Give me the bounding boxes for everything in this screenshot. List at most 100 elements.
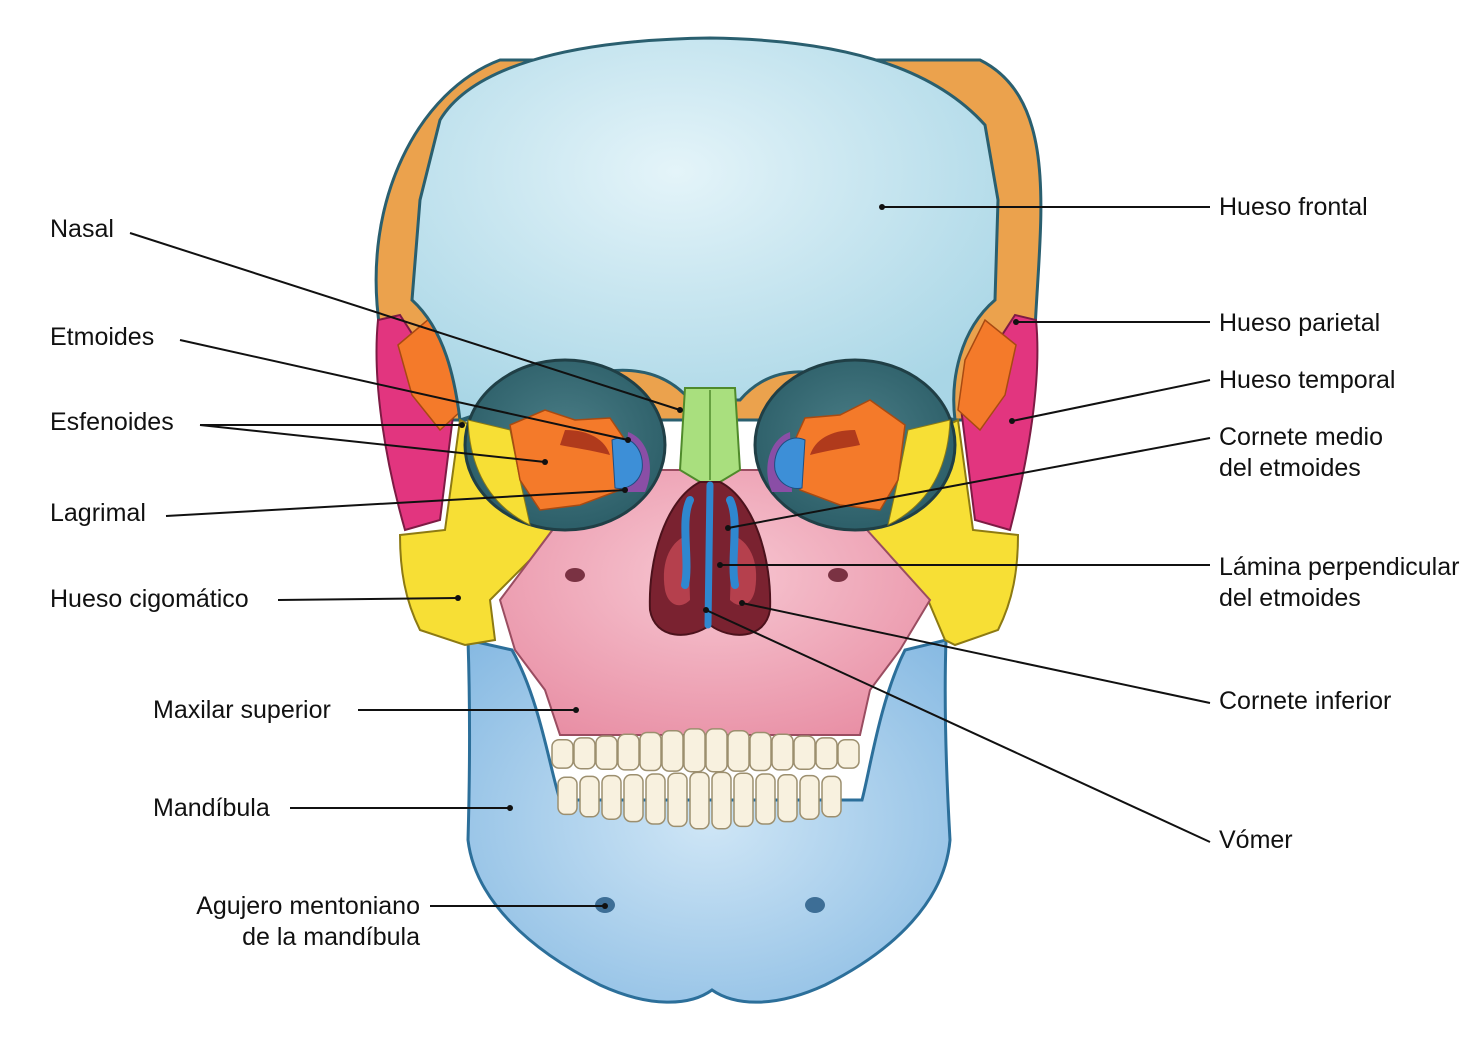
label-lamina: Lámina perpendicular del etmoides [1219, 552, 1459, 614]
lower-tooth [601, 774, 622, 820]
label-lamina-line1: Lámina perpendicular [1219, 553, 1460, 581]
middle-concha [681, 496, 739, 589]
label-lagrimal: Lagrimal [50, 498, 146, 529]
upper-tooth [595, 735, 618, 771]
temporal-bone-left [375, 313, 457, 532]
label-nasal: Nasal [50, 214, 114, 245]
sphenoid-wing-right [957, 318, 1017, 432]
orbital-fissure-right [810, 430, 860, 455]
mental-foramen-right [805, 897, 825, 913]
orbit-zygomatic-right [887, 419, 951, 526]
label-agujero: Agujero mentoniano de la mandíbula [170, 891, 420, 953]
orbital-fissure-left [560, 430, 610, 455]
lower-tooth [711, 771, 732, 830]
dot-temporal [1009, 418, 1015, 424]
label-parietal: Hueso parietal [1219, 308, 1380, 339]
infraorbital-foramen-right [828, 568, 848, 582]
leader-lines [129, 206, 1211, 907]
dot-lagrimal [622, 487, 628, 493]
lower-tooth [689, 771, 710, 830]
dot-frontal [879, 204, 885, 210]
label-vomer: Vómer [1219, 825, 1293, 856]
label-cornete-inferior-text: Cornete inferior [1219, 687, 1392, 715]
leader-etmoides [179, 339, 629, 441]
label-cornete-medio: Cornete medio del etmoides [1219, 422, 1383, 484]
lower-tooth [623, 774, 644, 823]
dot-agujero [602, 903, 608, 909]
upper-tooth [837, 738, 860, 769]
lower-tooth [579, 775, 600, 818]
upper-tooth [617, 733, 640, 771]
lower-tooth [755, 773, 776, 825]
leader-lagrimal [165, 489, 626, 517]
upper-tooth [771, 733, 794, 771]
upper-tooth [815, 737, 838, 770]
upper-tooth [705, 728, 728, 773]
label-cornete-medio-line2: del etmoides [1219, 454, 1361, 482]
leader-cornete-inferior [741, 602, 1211, 704]
dot-mandibula [507, 805, 513, 811]
label-cornete-medio-line1: Cornete medio [1219, 423, 1383, 451]
label-frontal: Hueso frontal [1219, 192, 1368, 223]
upper-tooth [749, 731, 772, 772]
label-frontal-text: Hueso frontal [1219, 193, 1368, 221]
lower-tooth [821, 775, 842, 818]
label-mandibula: Mandíbula [153, 793, 270, 824]
teeth-lower [557, 771, 842, 830]
label-cigomatico-text: Hueso cigomático [50, 585, 249, 613]
dot-cigomatico [455, 595, 461, 601]
label-lagrimal-text: Lagrimal [50, 499, 146, 527]
label-esfenoides-text: Esfenoides [50, 408, 174, 436]
label-etmoides: Etmoides [50, 322, 154, 353]
orbit-lacrimal-right [774, 437, 806, 489]
label-agujero-line1: Agujero mentoniano [196, 892, 420, 920]
label-maxilar: Maxilar superior [153, 695, 331, 726]
label-cornete-inferior: Cornete inferior [1219, 686, 1391, 717]
leader-cigomatico [277, 597, 459, 601]
upper-tooth [661, 729, 684, 772]
upper-tooth [683, 728, 706, 773]
label-etmoides-text: Etmoides [50, 323, 155, 351]
upper-tooth [551, 738, 574, 769]
dot-esfenoides-b [542, 459, 548, 465]
leader-vomer [705, 609, 1211, 843]
upper-tooth [793, 735, 816, 771]
temporal-bone-right [958, 313, 1039, 532]
dot-nasal [677, 407, 683, 413]
label-lamina-line2: del etmoides [1219, 584, 1361, 612]
dot-cornete-medio [725, 525, 731, 531]
dot-parietal [1013, 319, 1019, 325]
vomer-septum [704, 481, 714, 629]
dot-vomer [703, 607, 709, 613]
lower-tooth [777, 774, 798, 823]
dot-etmoides [625, 437, 631, 443]
dot-maxilar [573, 707, 579, 713]
frontal-bone [410, 36, 1000, 423]
infraorbital-foramen-left [565, 568, 585, 582]
label-parietal-text: Hueso parietal [1219, 309, 1381, 337]
upper-tooth [727, 729, 750, 772]
lower-tooth [667, 772, 688, 828]
lower-tooth [733, 772, 754, 828]
dot-cornete-inferior [739, 600, 745, 606]
label-cigomatico: Hueso cigomático [50, 584, 249, 615]
leader-nasal [129, 232, 681, 411]
label-nasal-text: Nasal [50, 215, 114, 243]
label-mandibula-text: Mandíbula [153, 794, 270, 822]
lower-tooth [557, 776, 578, 816]
label-temporal: Hueso temporal [1219, 365, 1395, 396]
label-vomer-text: Vómer [1219, 826, 1293, 854]
orbit-zygomatic-left [467, 419, 531, 526]
teeth-upper [551, 728, 860, 773]
lower-tooth [799, 774, 820, 820]
leader-cornete-medio [727, 437, 1211, 529]
dot-lamina [717, 562, 723, 568]
label-agujero-line2: de la mandíbula [242, 923, 420, 951]
label-temporal-text: Hueso temporal [1219, 366, 1396, 394]
dot-esfenoides-a [459, 422, 465, 428]
upper-tooth [573, 737, 596, 770]
leader-temporal [1011, 379, 1211, 422]
upper-tooth [639, 731, 662, 772]
lower-tooth [645, 773, 666, 825]
